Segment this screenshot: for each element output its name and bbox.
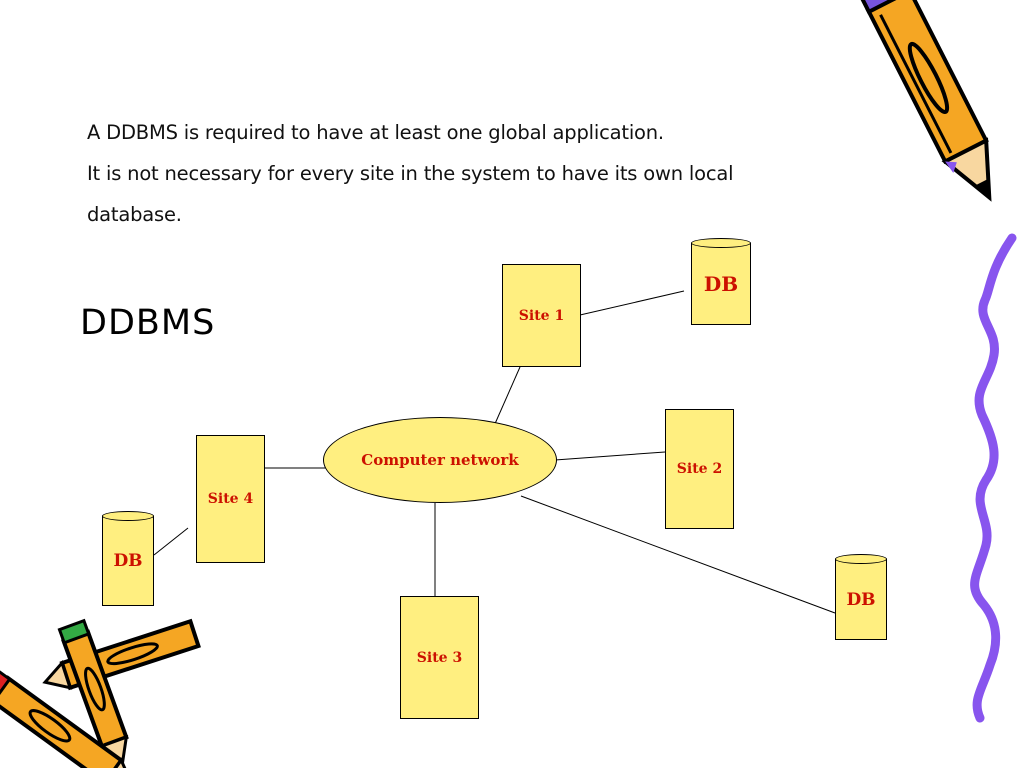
site-1-label: Site 1 [518,307,565,324]
link-site1-network [493,366,521,427]
slide-heading: DDBMS [80,303,216,343]
computer-network-node: Computer network [323,417,557,503]
computer-network-label: Computer network [361,451,519,469]
db-cylinder-1: DB [691,243,751,325]
site-4-box: Site 4 [196,435,265,563]
db-cylinder-3-top [835,554,887,564]
link-network-site2 [554,451,666,461]
db-3-label: DB [846,589,876,610]
body-line-2: It is not necessary for every site in th… [87,162,734,185]
link-network-db [520,495,836,614]
site-2-label: Site 2 [676,461,723,477]
db-cylinder-2: DB [102,516,154,606]
db-cylinder-2-top [102,511,154,521]
site-3-label: Site 3 [416,649,463,666]
db-2-label: DB [113,551,143,571]
site-4-label: Site 4 [207,491,254,507]
site-3-box: Site 3 [400,596,479,719]
db-1-label: DB [703,272,739,296]
site-1-box: Site 1 [502,264,581,367]
link-site4-db [153,527,189,556]
link-site1-db [579,290,685,316]
body-line-3: database. [87,203,182,226]
db-cylinder-1-top [691,238,751,248]
body-text: A DDBMS is required to have at least one… [87,112,807,235]
site-2-box: Site 2 [665,409,734,529]
body-line-1: A DDBMS is required to have at least one… [87,121,664,144]
